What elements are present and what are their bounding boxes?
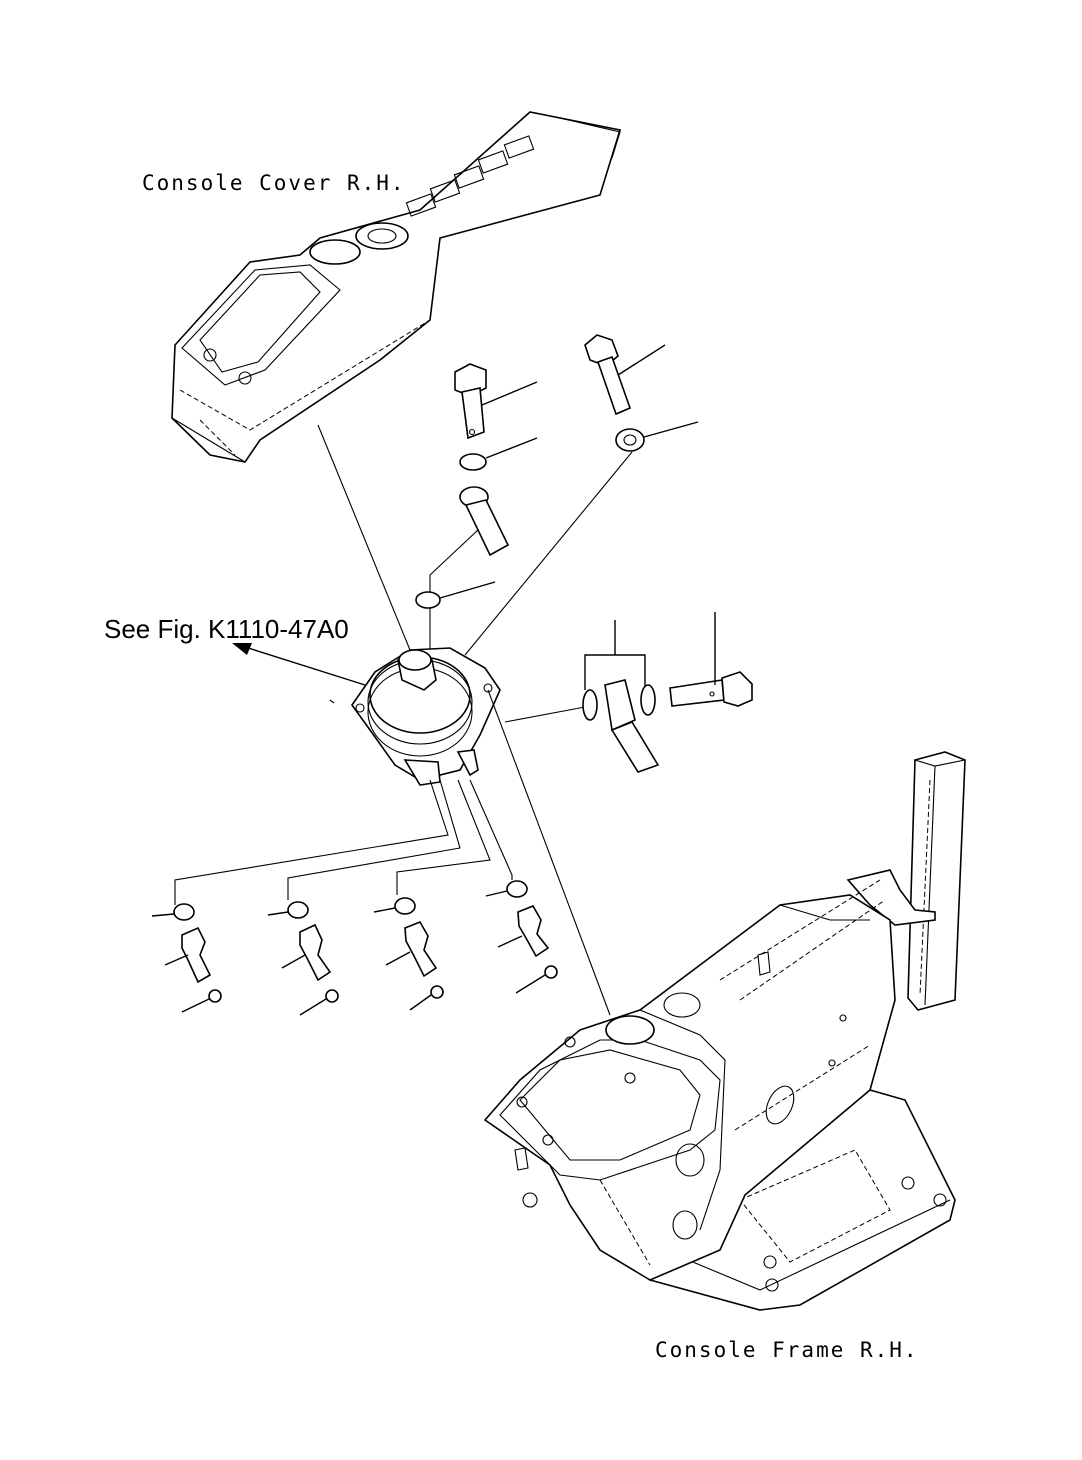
upper-fittings [415, 334, 699, 656]
console-cover-drawing [171, 111, 622, 463]
connection-lines [174, 424, 611, 1016]
console-cover-label: Console Cover R.H. [142, 171, 406, 195]
swivel-fitting [582, 612, 753, 773]
console-frame-drawing [483, 751, 966, 1311]
reference-label: See Fig. K1110-47A0 [104, 614, 349, 644]
reference-arrow [232, 643, 366, 686]
lower-fittings [151, 880, 558, 1016]
console-frame-label: Console Frame R.H. [655, 1338, 919, 1362]
ppc-valve-drawing [329, 647, 501, 786]
